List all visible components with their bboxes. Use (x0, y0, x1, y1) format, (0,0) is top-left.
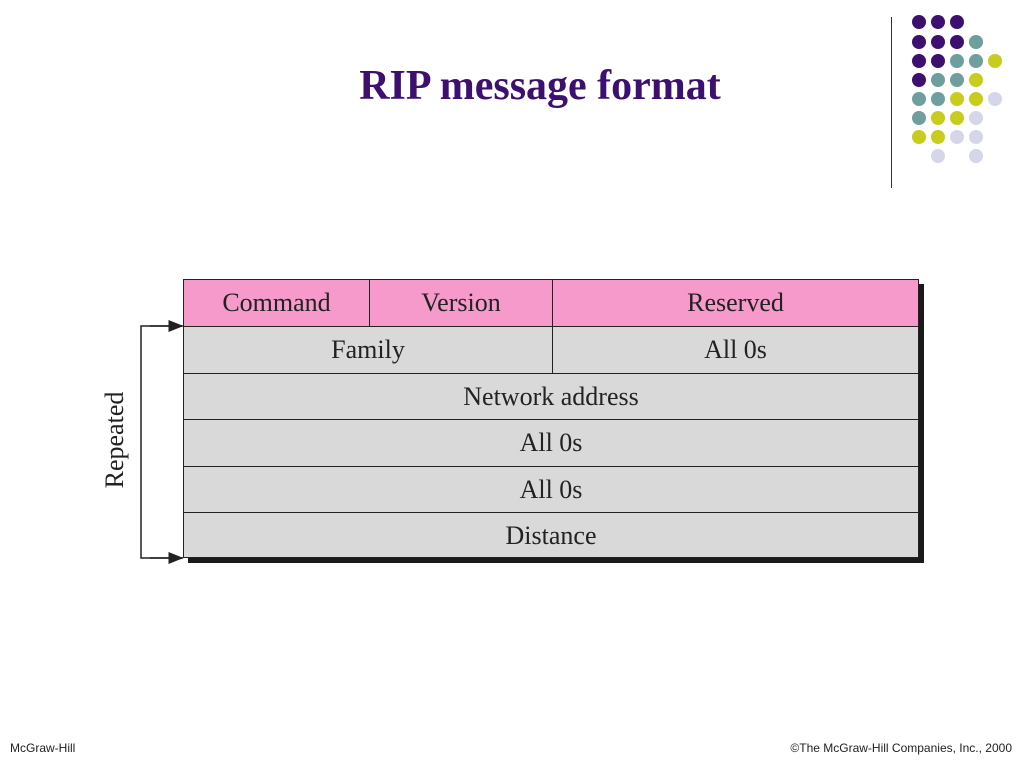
decorative-dot (950, 15, 964, 29)
rip-message-diagram: Command Version Reserved Family All 0s N… (183, 279, 924, 563)
slide-title: RIP message format (359, 63, 721, 109)
row-network-address: Network address (184, 373, 918, 419)
row-all-zeros-1: All 0s (184, 419, 918, 466)
decorative-dot (912, 15, 926, 29)
footer-copyright: ©The McGraw-Hill Companies, Inc., 2000 (790, 741, 1012, 755)
decorative-dot (912, 92, 926, 106)
decorative-dot (969, 73, 983, 87)
field-all-zeros-2: All 0s (519, 474, 583, 504)
field-family-all-zeros: All 0s (552, 327, 918, 373)
decorative-dot (950, 92, 964, 106)
decorative-dot (969, 149, 983, 163)
decorative-dot (969, 111, 983, 125)
decorative-dot (969, 130, 983, 144)
decorative-dot (988, 54, 1002, 68)
field-family: Family (331, 335, 405, 364)
decorative-dot (969, 92, 983, 106)
field-reserved: Reserved (552, 280, 918, 326)
field-all-zeros-1: All 0s (519, 428, 583, 457)
decorative-dot (931, 111, 945, 125)
row-header: Command Version Reserved (184, 280, 918, 326)
decorative-dot (931, 92, 945, 106)
decorative-dot (988, 92, 1002, 106)
decorative-dot (950, 35, 964, 49)
decorative-dot (969, 54, 983, 68)
title-divider-line (891, 17, 892, 188)
decorative-dot (969, 35, 983, 49)
row-all-zeros-2: All 0s (184, 466, 918, 512)
decorative-dot (931, 15, 945, 29)
decorative-dot (950, 73, 964, 87)
decorative-dot (912, 54, 926, 68)
message-format-grid: Command Version Reserved Family All 0s N… (183, 279, 919, 558)
decorative-dot (931, 73, 945, 87)
decorative-dot (950, 111, 964, 125)
decorative-dot (912, 35, 926, 49)
decorative-dot (950, 54, 964, 68)
decorative-dot (912, 73, 926, 87)
row-family: Family All 0s (184, 326, 918, 373)
row-distance: Distance (184, 512, 918, 559)
decorative-dot (931, 130, 945, 144)
field-distance: Distance (505, 521, 597, 550)
field-command: Command (184, 280, 369, 326)
decorative-dot (950, 130, 964, 144)
decorative-dot (931, 35, 945, 49)
decorative-dot-pattern (912, 15, 1002, 163)
field-network-address: Network address (463, 381, 639, 411)
decorative-dot (931, 149, 945, 163)
footer-publisher: McGraw-Hill (10, 741, 76, 755)
decorative-dot (931, 54, 945, 68)
decorative-dot (912, 111, 926, 125)
field-version: Version (369, 280, 552, 326)
decorative-dot (912, 130, 926, 144)
